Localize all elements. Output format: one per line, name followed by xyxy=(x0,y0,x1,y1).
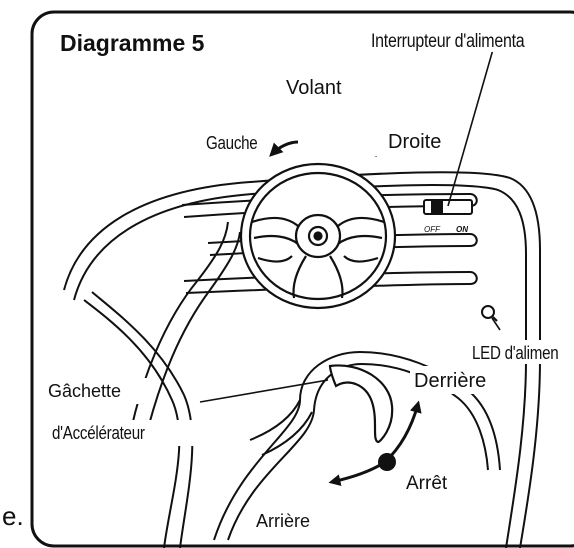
trigger-label-line1: Gâchette xyxy=(48,382,121,400)
left-label: Gauche xyxy=(206,134,257,152)
trigger-label-line2: d'Accélérateur xyxy=(52,424,145,442)
stop-label: Arrêt xyxy=(406,474,447,493)
clipped-left-text: e. xyxy=(2,503,24,529)
neutral-point xyxy=(378,453,396,471)
steering-wheel-label: Volant xyxy=(286,78,342,98)
power-led-label: LED d'alimen xyxy=(472,344,558,362)
diagram-title: Diagramme 5 xyxy=(60,32,204,55)
power-switch-label: Interrupteur d'alimenta xyxy=(371,32,524,51)
reverse-label: Derrière xyxy=(414,371,486,391)
steering-wheel xyxy=(241,164,395,308)
backward-label: Arrière xyxy=(256,512,310,530)
switch-on-label: ON xyxy=(456,225,468,234)
throttle-trigger xyxy=(330,365,392,442)
right-label: Droite xyxy=(388,132,441,152)
power-led xyxy=(482,306,497,321)
switch-off-label: OFF xyxy=(424,225,441,234)
